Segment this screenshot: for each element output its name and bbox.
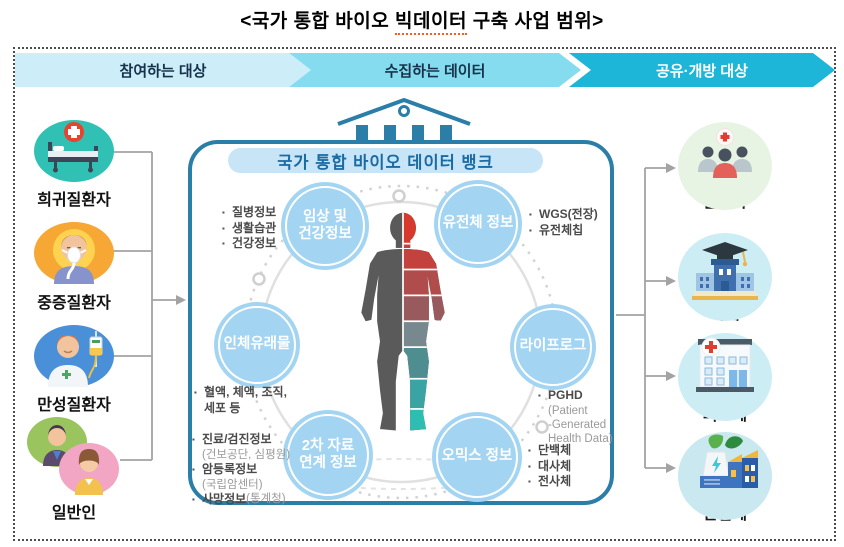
participant-label-chronic-disease: 만성질환자 [37, 397, 111, 414]
node-label: 인체유래물 [223, 336, 291, 353]
annotation-subtext: (국립암센터) [202, 478, 263, 491]
annotation-genome: WGS(전장) 유전체칩 [529, 207, 598, 238]
page-title: <국가 통합 바이오 빅데이터 구축 사업 범위> [0, 6, 844, 35]
annotation-item: 단백체 [528, 443, 571, 459]
node-ring [438, 184, 518, 264]
iv-drip-patient-icon [34, 325, 114, 387]
bullet [222, 205, 232, 220]
annotation-item: WGS(전장) [529, 207, 598, 223]
annotation-item: 혈액, 체액, 조직, 세포 등 [194, 385, 287, 416]
annotation-item: 사망정보(통계청) [192, 492, 290, 508]
annotation-item: 건강정보 [222, 236, 276, 252]
annotation-item: 대사체 [528, 459, 571, 475]
annotation-item: PGHD [538, 388, 613, 404]
annotation-item: 질병정보 [222, 205, 276, 221]
annotation-text: 전사체 [538, 474, 572, 489]
banner-collected-data: 수집하는 데이터 [289, 53, 581, 87]
bullet [192, 432, 202, 447]
participant-label-severe-disease: 중증질환자 [37, 295, 111, 312]
dotted-frame [13, 47, 836, 541]
annotation-text: 건강정보 [232, 236, 277, 251]
annotation-item: 전사체 [528, 474, 571, 490]
annotation-clinical: 질병정보 생활습관 건강정보 [222, 205, 276, 252]
annotation-text: 유전체칩 [539, 222, 584, 237]
annotation-biospecimen: 혈액, 체액, 조직, 세포 등 [194, 385, 287, 416]
annotation-item: 유전체칩 [529, 223, 598, 239]
node-ring [436, 416, 518, 498]
node-genome-info: 유전체 정보 [434, 180, 522, 268]
annotation-item: 생활습관 [222, 221, 276, 237]
title-prefix: <국가 통합 바이오 [240, 11, 396, 32]
node-label: 2차 자료 연계 정보 [299, 437, 357, 471]
government-bank-icon [337, 98, 471, 141]
annotation-text: 혈액, 체액, 조직, 세포 등 [204, 385, 287, 415]
annotation-text: 생활습관 [232, 220, 277, 235]
participant-label-general-public: 일반인 [51, 505, 97, 522]
participants-group-icon [698, 128, 752, 178]
green-factory-icon [700, 434, 758, 488]
annotation-omics: 단백체 대사체 전사체 [528, 443, 571, 490]
annotation-secondary: 진료/검진정보 (건보공단, 심평원) 암등록정보 (국립암센터) 사망정보(통… [192, 432, 290, 508]
node-human-biospecimen: 인체유래물 [214, 302, 300, 388]
participant-label-rare-disease: 희귀질환자 [37, 192, 111, 209]
bullet [192, 492, 202, 507]
bullet [528, 443, 538, 458]
banner-label: 참여하는 대상 [119, 62, 207, 80]
node-omics-info: 오믹스 정보 [432, 412, 522, 502]
banner-label: 공유·개방 대상 [656, 62, 748, 80]
annotation-text: WGS(전장) [539, 207, 598, 221]
bullet [222, 221, 232, 236]
bullet [528, 474, 538, 489]
annotation-lifelog: PGHD (Patient -Generated Health Data) [538, 388, 613, 447]
annotation-text: 사망정보 [202, 491, 247, 506]
node-label: 오믹스 정보 [441, 448, 513, 465]
bullet [529, 223, 539, 238]
bullet [194, 385, 204, 400]
node-label: 라이프로그 [519, 338, 587, 355]
academy-building-icon [692, 242, 758, 300]
node-ring [285, 186, 365, 266]
node-ring [514, 308, 592, 386]
annotation-subtext: (Patient -Generated Health Data) [548, 404, 613, 446]
node-clinical-health-info: 임상 및 건강정보 [281, 182, 369, 270]
banner-label: 수집하는 데이터 [384, 62, 486, 80]
annotation-text: 암등록정보 [202, 461, 258, 476]
hospital-bed-icon [34, 120, 114, 182]
annotation-subtext: (통계청) [246, 492, 286, 505]
hospital-building-icon [696, 337, 754, 392]
title-underlined-word: 빅데이터 [395, 11, 467, 35]
bullet [528, 459, 538, 474]
data-bank-title: 국가 통합 바이오 데이터 뱅크 [228, 148, 543, 173]
bullet [529, 207, 539, 222]
node-label: 임상 및 건강정보 [298, 208, 352, 242]
bullet [538, 388, 548, 403]
human-body-illustration [361, 212, 445, 431]
annotation-subtext: (건보공단, 심평원) [202, 448, 291, 461]
annotation-text: 단백체 [538, 443, 572, 457]
annotation-item: 암등록정보 [192, 462, 290, 478]
annotation-text: 질병정보 [232, 205, 277, 219]
general-public-icon [27, 417, 119, 495]
title-suffix: 구축 사업 범위> [466, 11, 604, 32]
node-secondary-linked-data: 2차 자료 연계 정보 [283, 410, 373, 500]
oxygen-mask-patient-icon [34, 222, 114, 284]
annotation-item: 진료/검진정보 [192, 432, 290, 448]
node-ring [287, 414, 369, 496]
annotation-text: 대사체 [538, 458, 572, 473]
node-lifelog: 라이프로그 [510, 304, 596, 390]
banner-share-open-targets: 공유·개방 대상 [569, 53, 835, 87]
node-ring [218, 306, 296, 384]
data-bank-title-label: 국가 통합 바이오 데이터 뱅크 [277, 153, 494, 172]
annotation-text: PGHD [548, 388, 583, 402]
bullet [192, 462, 202, 477]
bullet [222, 236, 232, 251]
annotation-text: 진료/검진정보 [202, 432, 272, 446]
node-label: 유전체 정보 [442, 215, 514, 232]
banner-participating-targets: 참여하는 대상 [15, 53, 311, 87]
